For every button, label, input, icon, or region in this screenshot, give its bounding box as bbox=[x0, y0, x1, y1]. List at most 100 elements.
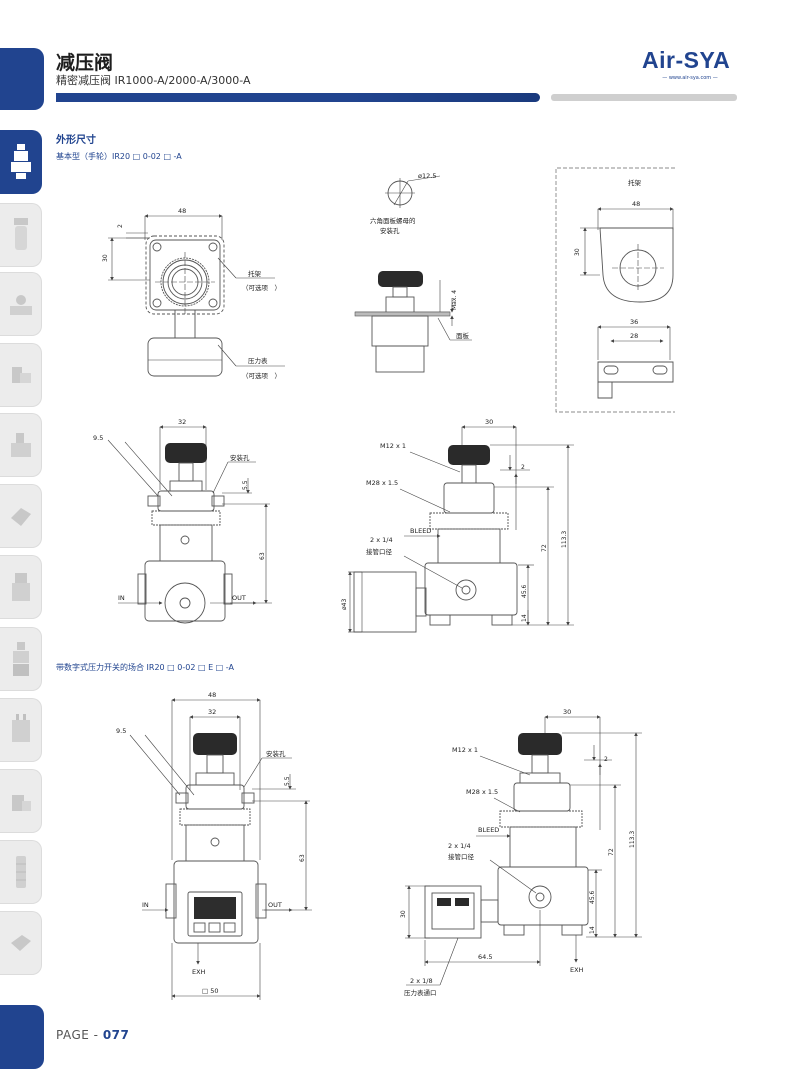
d4-in: IN bbox=[118, 594, 125, 602]
fitting-icon bbox=[11, 367, 31, 383]
d7-dim-30: 30 bbox=[563, 708, 571, 716]
logo-url: www.air-sya.com bbox=[668, 75, 712, 81]
logo-text: Air-SYA bbox=[642, 47, 731, 73]
d5-dim-1133: 113.3 bbox=[561, 531, 568, 548]
tab-valve[interactable] bbox=[0, 272, 42, 336]
drawing-front-basic: 32 9.5 安装孔 5.5 63 IN OUT bbox=[93, 418, 272, 624]
d6-hole-label: 安装孔 bbox=[266, 749, 286, 758]
elbow-icon bbox=[11, 795, 31, 811]
d5-dim-43: ø43 bbox=[341, 599, 348, 610]
d6-dim-55: 5.5 bbox=[284, 776, 291, 786]
page-prefix: PAGE - bbox=[56, 1028, 103, 1042]
side-tab-strip bbox=[0, 0, 44, 1077]
silencer-icon bbox=[15, 856, 26, 888]
d7-dim-72: 72 bbox=[608, 848, 615, 856]
d4-dim-95: 9.5 bbox=[93, 434, 103, 442]
d5-m28: M28 x 1.5 bbox=[366, 479, 398, 487]
drawing-top-view: 48 2 30 托架 （可选项 ） 压力表 （可选项 ） bbox=[102, 207, 285, 380]
valve-icon bbox=[9, 295, 32, 315]
cylinder-icon bbox=[10, 508, 31, 526]
d1-dim-48: 48 bbox=[178, 207, 186, 215]
d5-dim-14: 14 bbox=[521, 614, 528, 622]
d6-out: OUT bbox=[268, 901, 282, 909]
d2-panel-label: 面板 bbox=[456, 331, 470, 340]
d4-dim-55: 5.5 bbox=[242, 480, 249, 490]
d7-gauge-port-label: 压力表通口 bbox=[404, 988, 437, 997]
d1-dim-30: 30 bbox=[102, 254, 109, 262]
page-subtitle: 精密减压阀 IR1000-A/2000-A/3000-A bbox=[56, 74, 251, 87]
d6-dim-48: 48 bbox=[208, 691, 216, 699]
tab-solenoid[interactable] bbox=[0, 413, 42, 477]
d7-port: 2 x 1/4 bbox=[448, 842, 471, 850]
combo-icon bbox=[12, 642, 29, 676]
tab-regulator[interactable] bbox=[0, 130, 42, 194]
drawing-front-digital: 48 32 9.5 安装孔 5.5 63 IN OUT EXH □ bbox=[116, 691, 312, 1000]
d6-exh: EXH bbox=[192, 968, 206, 976]
d7-port-label: 接管口径 bbox=[448, 852, 475, 861]
tab-elbow[interactable] bbox=[0, 769, 42, 833]
d2-hole-label-1: 六角面板螺母的 bbox=[370, 216, 416, 225]
d4-dim-32: 32 bbox=[178, 418, 186, 426]
d1-bracket-label: 托架 bbox=[248, 269, 262, 278]
drawing-side-basic: 30 ø43 M12 x 1 M28 x 1.5 BLEED 2 x 1/4 接… bbox=[341, 418, 574, 633]
d7-gauge-port: 2 x 1/8 bbox=[410, 977, 433, 985]
filter-icon bbox=[13, 218, 28, 250]
page-number: PAGE - 077 bbox=[56, 1028, 129, 1042]
d7-dim-456: 45.6 bbox=[589, 890, 596, 904]
d2-dim-dia: ø12.5 bbox=[418, 172, 436, 180]
drawing-side-digital: 30 30 M12 x 1 M28 x 1.5 BLEED 2 x 1/4 接管… bbox=[400, 708, 642, 997]
d3-dim-28: 28 bbox=[630, 332, 638, 340]
tab-gripper[interactable] bbox=[0, 911, 42, 975]
d4-dim-63: 63 bbox=[259, 552, 266, 560]
d7-bleed: BLEED bbox=[478, 826, 499, 834]
d6-dim-32: 32 bbox=[208, 708, 216, 716]
page-number-value: 077 bbox=[102, 1028, 130, 1042]
bottom-blue-tab bbox=[0, 1005, 44, 1069]
d3-dim-48: 48 bbox=[632, 200, 640, 208]
d5-dim-456: 45.6 bbox=[521, 584, 528, 598]
brand-logo: Air-SYA — www.air-sya.com — bbox=[642, 48, 738, 88]
top-blue-tab bbox=[0, 48, 44, 110]
tab-filter[interactable] bbox=[0, 203, 42, 267]
tab-combo[interactable] bbox=[0, 627, 42, 691]
d1-dim-2: 2 bbox=[117, 224, 124, 228]
d2-max: Max. 4 bbox=[451, 290, 458, 310]
solenoid-icon bbox=[10, 433, 31, 457]
d6-dim-95: 9.5 bbox=[116, 727, 126, 735]
drawing-panel-hole: ø12.5 六角面板螺母的 安装孔 Max. 4 面板 bbox=[354, 172, 472, 373]
d4-hole-label: 安装孔 bbox=[230, 453, 250, 462]
d5-dim-2: 2 bbox=[521, 464, 525, 471]
d7-dim-2: 2 bbox=[604, 756, 608, 763]
d7-dim-645: 64.5 bbox=[478, 953, 492, 961]
caption-digital: 带数字式压力开关的场合 IR20 □ 0-02 □ E □ -A bbox=[56, 663, 234, 672]
d2-hole-label-2: 安装孔 bbox=[380, 226, 400, 235]
tab-block[interactable] bbox=[0, 698, 42, 762]
gripper-icon bbox=[10, 935, 31, 951]
header-blue-bar bbox=[56, 93, 540, 102]
caption-basic: 基本型（手轮）IR20 □ 0-02 □ -A bbox=[56, 152, 182, 161]
d7-dim-14: 14 bbox=[589, 926, 596, 934]
tab-unit[interactable] bbox=[0, 555, 42, 619]
section-title: 外形尺寸 bbox=[56, 135, 96, 146]
regulator-icon bbox=[10, 144, 31, 179]
d5-port: 2 x 1/4 bbox=[370, 536, 393, 544]
d5-dim-30: 30 bbox=[485, 418, 493, 426]
d6-in: IN bbox=[142, 901, 149, 909]
drawing-bracket: 托架 48 30 36 28 bbox=[555, 167, 675, 413]
tab-silencer[interactable] bbox=[0, 840, 42, 904]
d7-m12: M12 x 1 bbox=[452, 746, 478, 754]
tab-fitting[interactable] bbox=[0, 343, 42, 407]
unit-icon bbox=[11, 573, 30, 601]
d5-m12: M12 x 1 bbox=[380, 442, 406, 450]
d7-dim-30v: 30 bbox=[400, 910, 407, 918]
d7-m28: M28 x 1.5 bbox=[466, 788, 498, 796]
d1-gauge-label: 压力表 bbox=[248, 356, 268, 365]
d3-dim-30: 30 bbox=[574, 248, 581, 256]
d4-out: OUT bbox=[232, 594, 246, 602]
tab-cylinder[interactable] bbox=[0, 484, 42, 548]
page-title: 减压阀 bbox=[56, 52, 114, 74]
d5-bleed: BLEED bbox=[410, 527, 431, 535]
d7-dim-1133: 113.3 bbox=[629, 831, 636, 848]
d3-dim-36: 36 bbox=[630, 318, 638, 326]
